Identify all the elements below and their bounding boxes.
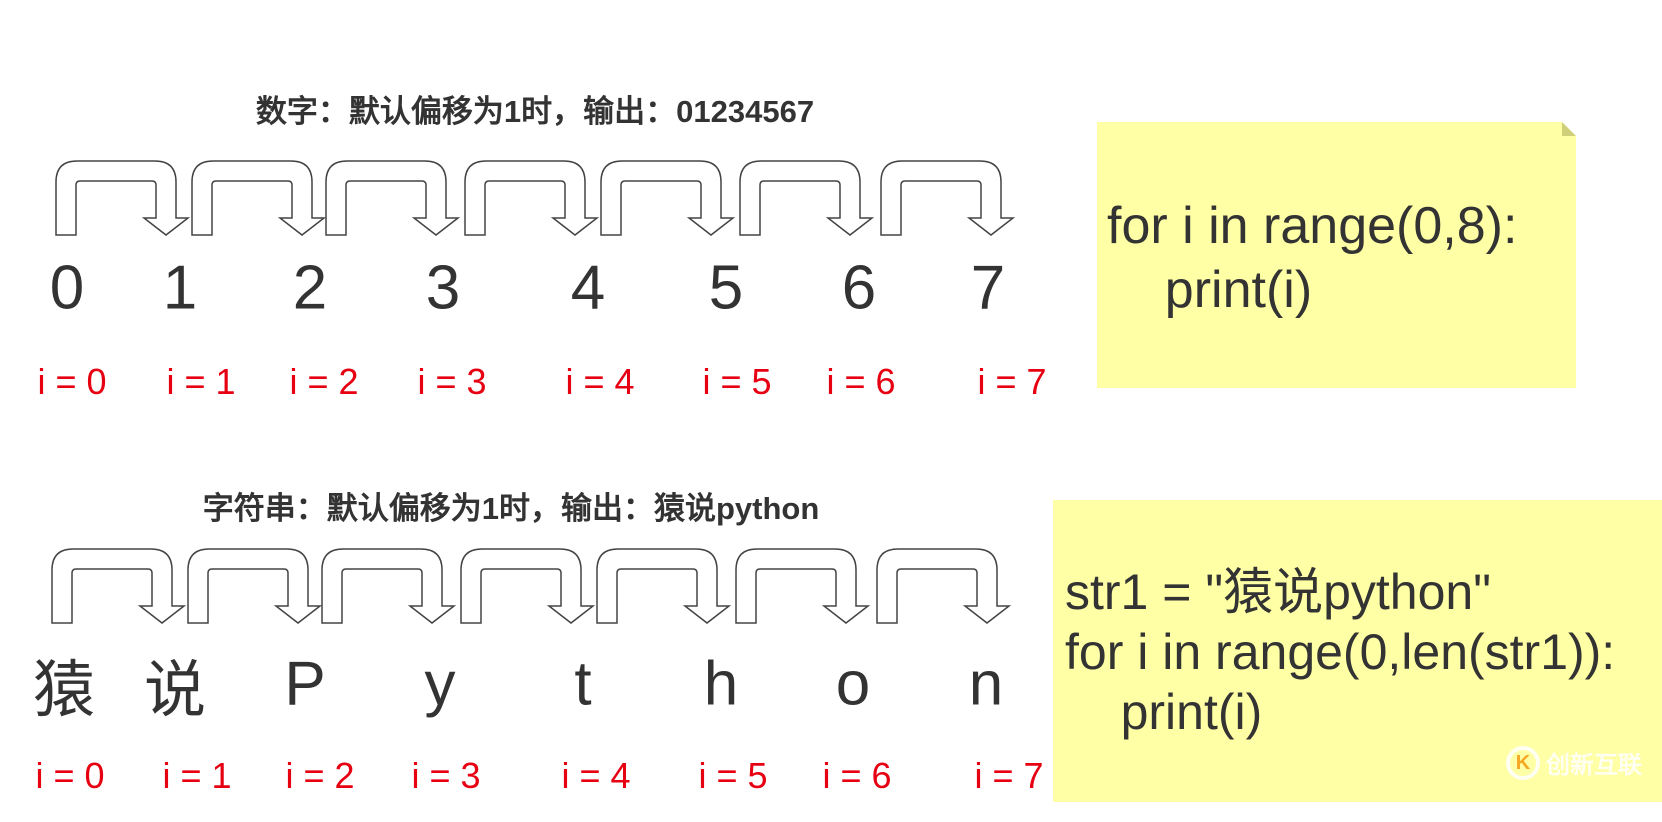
sequence-item: 2	[292, 253, 328, 323]
sequence-item: 3	[425, 253, 461, 323]
sequence-item: 说	[143, 656, 207, 725]
code-line: for i in range(0,len(str1)):	[1065, 624, 1616, 680]
watermark: K 创新互联	[1506, 745, 1642, 780]
index-label: i = 3	[411, 755, 481, 796]
arrow-shape	[51, 548, 187, 624]
watermark-text: 创新互联	[1546, 752, 1642, 779]
u-turn-arrow-icon	[596, 548, 732, 624]
index-label: i = 2	[285, 755, 355, 796]
arrow-shape	[325, 160, 461, 236]
string-title: 字符串：默认偏移为1时，输出：猿说python	[202, 491, 820, 526]
sequence-item: t	[574, 649, 592, 719]
sequence-item: h	[703, 649, 739, 719]
index-label: i = 5	[702, 361, 772, 402]
index-label: i = 4	[561, 755, 631, 796]
sequence-item: y	[424, 649, 456, 719]
u-turn-arrow-icon	[51, 548, 187, 624]
u-turn-arrow-icon	[880, 160, 1016, 236]
sequence-item: 5	[708, 253, 744, 323]
sequence-item: 猿	[32, 656, 96, 725]
arrow-shape	[187, 548, 323, 624]
arrow-shape	[191, 160, 327, 236]
sequence-item: o	[835, 649, 871, 719]
index-label: i = 1	[162, 755, 232, 796]
arrow-shape	[880, 160, 1016, 236]
index-label: i = 3	[417, 361, 487, 402]
arrow-shape	[876, 548, 1012, 624]
code-line: print(i)	[1107, 261, 1313, 319]
u-turn-arrow-icon	[464, 160, 600, 236]
arrow-shape	[460, 548, 596, 624]
code-line: print(i)	[1065, 684, 1263, 740]
note-fold-shadow	[1562, 122, 1576, 136]
index-label: i = 6	[822, 755, 892, 796]
index-label: i = 4	[565, 361, 635, 402]
code-note-string: str1 = "猿说python" for i in range(0,len(s…	[1053, 500, 1662, 802]
u-turn-arrow-icon	[191, 160, 327, 236]
u-turn-arrow-icon	[460, 548, 596, 624]
arrow-shape	[596, 548, 732, 624]
arrow-shape	[735, 548, 871, 624]
sequence-item: 7	[970, 253, 1006, 323]
sequence-item: P	[284, 649, 326, 719]
code-line: str1 = "猿说python"	[1065, 564, 1491, 620]
arrow-shape	[321, 548, 457, 624]
arrow-shape	[739, 160, 875, 236]
sequence-item: 1	[162, 253, 198, 323]
u-turn-arrow-icon	[187, 548, 323, 624]
index-label: i = 5	[698, 755, 768, 796]
u-turn-arrow-icon	[876, 548, 1012, 624]
u-turn-arrow-icon	[600, 160, 736, 236]
sequence-item: 0	[49, 253, 85, 323]
u-turn-arrow-icon	[325, 160, 461, 236]
u-turn-arrow-icon	[735, 548, 871, 624]
index-label: i = 1	[166, 361, 236, 402]
index-label: i = 7	[977, 361, 1047, 402]
u-turn-arrow-icon	[321, 548, 457, 624]
chuangxin-logo-icon: K	[1506, 745, 1540, 780]
code-line: for i in range(0,8):	[1107, 197, 1518, 255]
index-label: i = 2	[289, 361, 359, 402]
index-label: i = 0	[37, 361, 107, 402]
sequence-item: 6	[841, 253, 877, 323]
u-turn-arrow-icon	[55, 160, 191, 236]
sequence-item: n	[968, 649, 1004, 719]
arrow-shape	[55, 160, 191, 236]
arrow-shape	[600, 160, 736, 236]
index-label: i = 0	[35, 755, 105, 796]
code-note-numbers: for i in range(0,8): print(i)	[1097, 122, 1576, 388]
arrow-shape	[464, 160, 600, 236]
u-turn-arrow-icon	[739, 160, 875, 236]
numbers-title: 数字：默认偏移为1时，输出：01234567	[255, 94, 815, 129]
sequence-item: 4	[570, 253, 606, 323]
index-label: i = 6	[826, 361, 896, 402]
index-label: i = 7	[974, 755, 1044, 796]
